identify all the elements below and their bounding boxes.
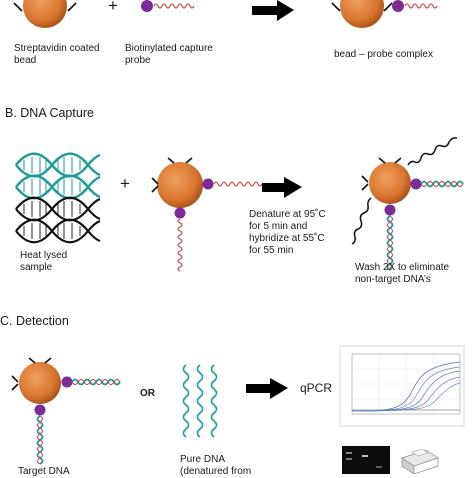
- section-b-header: B. DNA Capture: [5, 106, 94, 120]
- sample-label-line2: sample: [20, 262, 53, 273]
- plus-sign: +: [108, 0, 118, 15]
- condition-label: Denature at 95˚C: [249, 209, 326, 220]
- dna-helix-icon: [15, 152, 101, 244]
- bead-icon: [13, 0, 77, 28]
- sequencer-icon: [401, 448, 439, 474]
- condition-label-line3: hybridize at 55˚C: [249, 233, 325, 244]
- arrow-icon: [252, 0, 294, 21]
- arrow-icon: [246, 378, 288, 399]
- bead-probe-complex-icon: [331, 0, 438, 28]
- probe-label-line2: probe: [125, 55, 151, 66]
- section-c-header: C. Detection: [0, 314, 69, 328]
- wash-label: Wash 2X to eliminate: [355, 262, 450, 273]
- amplification-plot-icon: [339, 345, 465, 427]
- pure-dna-label: Pure DNA: [180, 454, 226, 465]
- gel-image-icon: [342, 446, 390, 474]
- bead-label: Streptavidin coated: [14, 43, 100, 54]
- condition-label-line2: for 5 min and: [249, 221, 308, 232]
- plus-sign: +: [120, 174, 130, 193]
- pure-dna-strands-icon: [182, 364, 218, 438]
- bead-label-line2: bead: [14, 55, 37, 66]
- bead-probe-complex-icon: [151, 157, 263, 272]
- wash-label-line2: non-target DNA’s: [355, 274, 431, 285]
- qpcr-label: qPCR: [300, 381, 333, 395]
- or-label: OR: [140, 388, 155, 399]
- sample-label: Heat lysed: [20, 250, 68, 261]
- bead-captured-dna-icon: [11, 357, 121, 465]
- pure-dna-label-line2: (denatured from: [180, 466, 252, 477]
- target-dna-label: Target DNA: [18, 466, 70, 477]
- probe-label: Biotinylated capture: [125, 43, 213, 54]
- condition-label-line4: for 55 min: [249, 245, 294, 256]
- complex-label: bead – probe complex: [334, 49, 433, 60]
- capture-probe-icon: [141, 0, 195, 12]
- arrow-icon: [262, 177, 302, 198]
- bead-captured-dna-icon: [351, 137, 464, 271]
